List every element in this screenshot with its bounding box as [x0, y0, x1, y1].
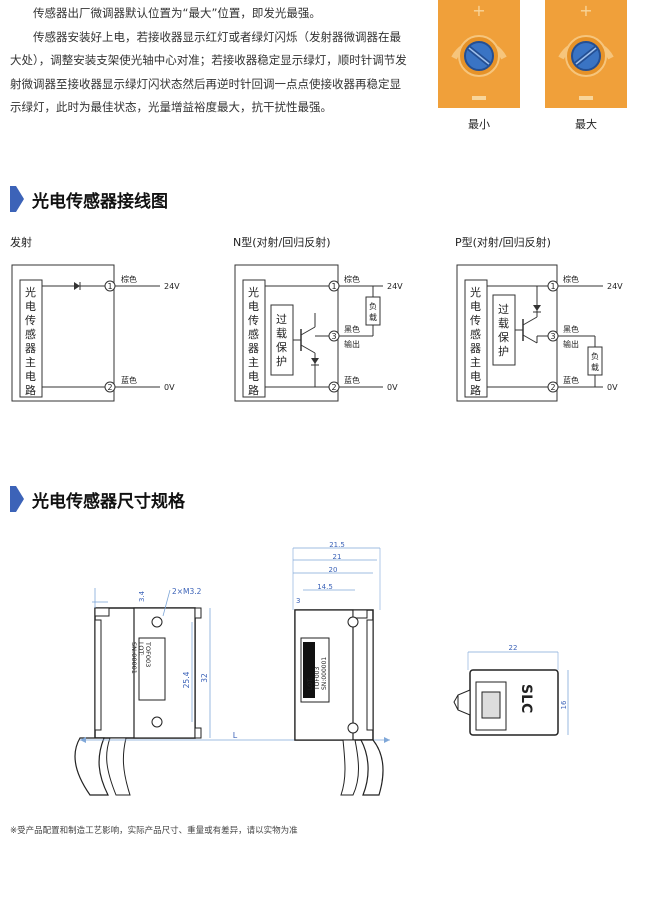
length-dim-label: L [233, 731, 238, 740]
front-dim-top: 3.4 [138, 590, 146, 602]
pnp-t1-num: 1 [550, 282, 555, 291]
knob-min-icon: + [451, 1, 507, 100]
intro-line-2: 传感器安装好上电，若接收器显示红灯或者绿灯闪烁（发射器微调器在最大处），调整安装… [10, 29, 407, 115]
pnp-t2-color: 蓝色 [563, 375, 579, 385]
pnp-t3-num: 3 [550, 332, 555, 341]
dimensions-section-title: 光电传感器尺寸规格 [10, 486, 185, 512]
front-view-drawing: TOF003 LOT: SN:00001 3.4 2×M3.2 25.4 32 [74, 587, 211, 796]
dimensions-title-text: 光电传感器尺寸规格 [32, 491, 185, 512]
wiring-section-title: 光电传感器接线图 [10, 186, 168, 212]
side-dim-h: 16 [560, 700, 568, 709]
emitter-t1-num: 1 [107, 282, 112, 291]
pnp-t1-voltage: 24V [607, 282, 623, 291]
front-dim-h1: 25.4 [182, 671, 191, 688]
front-dim-h2: 32 [200, 673, 209, 683]
footnote: ※受产品配置和制造工艺影响，实际产品尺寸、重量或有差异，请以实物为准 [10, 826, 298, 836]
npn-wiring-diagram: 光电传 感器主 电路 过载保护 1 3 2 负载 棕色 24V 黑色 输出 蓝色… [234, 264, 403, 402]
emitter-t2-voltage: 0V [164, 383, 175, 392]
intro-line-1: 传感器出厂微调器默认位置为“最大”位置，即发光最强。 [33, 6, 321, 20]
emitter-t1-voltage: 24V [164, 282, 180, 291]
emitter-wiring-diagram: 光电传 感器主 电路 1 棕色 24V 2 蓝色 0V [11, 264, 180, 402]
front-dim-hole: 2×M3.2 [172, 587, 202, 596]
back-dim-w4: 14.5 [317, 583, 333, 591]
knob-max-label: 最大 [575, 118, 597, 131]
knob-max-icon: + [558, 1, 614, 100]
back-dim-w1: 21.5 [329, 541, 345, 549]
pnp-load-text: 负载 [591, 351, 599, 372]
emitter-t1-color: 棕色 [121, 274, 137, 284]
wiring-title-text: 光电传感器接线图 [32, 191, 168, 212]
emitter-circuit-text: 光电传 感器主 电路 [25, 285, 40, 397]
knob-max-minus [579, 96, 593, 100]
npn-t3-color: 黑色 [344, 324, 360, 334]
back-dim-w2: 21 [333, 553, 342, 561]
npn-t1-color: 棕色 [344, 274, 360, 284]
knob-min-label: 最小 [468, 118, 490, 131]
front-label-text: TOF003 LOT: SN:00001 [130, 641, 152, 674]
emitter-t2-num: 2 [107, 383, 112, 392]
back-label-text: TOF003 LOT: SN:000001 [307, 657, 328, 691]
section-chevron-icon [10, 186, 24, 212]
slc-logo: SLC [518, 684, 534, 713]
npn-label: N型(对射/回归反射) [233, 236, 331, 249]
back-dim-w3: 20 [329, 566, 338, 574]
npn-load-text: 负载 [369, 301, 377, 322]
pnp-t2-voltage: 0V [607, 383, 618, 392]
back-dim-w5: 3 [296, 597, 300, 605]
npn-t3-num: 3 [331, 332, 336, 341]
npn-t3-sub: 输出 [344, 339, 360, 349]
pnp-circuit-text: 光电传 感器主 电路 [470, 285, 485, 397]
npn-t2-voltage: 0V [387, 383, 398, 392]
npn-protect-text: 过载保护 [276, 313, 287, 368]
side-view-drawing: 22 16 SLC [453, 644, 569, 736]
knob-card-min: + [438, 0, 520, 108]
npn-t2-color: 蓝色 [344, 375, 360, 385]
pnp-t2-num: 2 [550, 383, 555, 392]
knob-min-minus [472, 96, 486, 100]
pnp-wiring-diagram: 光电传 感器主 电路 过载保护 1 3 2 负载 棕色 24V 黑色 输出 蓝色… [456, 264, 623, 402]
knob-max-plus: + [579, 1, 592, 20]
pnp-t1-color: 棕色 [563, 274, 579, 284]
knob-min-plus: + [472, 1, 485, 20]
side-dim-w: 22 [509, 644, 518, 652]
npn-t1-num: 1 [331, 282, 336, 291]
pnp-protect-text: 过载保护 [498, 303, 509, 358]
npn-t2-num: 2 [331, 383, 336, 392]
emitter-label: 发射 [10, 236, 32, 249]
npn-circuit-text: 光电传 感器主 电路 [248, 285, 263, 397]
knob-card-max: + [545, 0, 627, 108]
npn-t1-voltage: 24V [387, 282, 403, 291]
pnp-t3-color: 黑色 [563, 324, 579, 334]
intro-paragraph: 传感器出厂微调器默认位置为“最大”位置，即发光最强。 传感器安装好上电，若接收器… [10, 2, 410, 120]
pnp-t3-sub: 输出 [563, 339, 579, 349]
section-chevron-icon [10, 486, 24, 512]
emitter-t2-color: 蓝色 [121, 375, 137, 385]
pnp-label: P型(对射/回归反射) [455, 236, 551, 249]
back-view-drawing: 21.5 21 20 14.5 3 TOF003 LOT: SN:000001 [292, 541, 384, 796]
